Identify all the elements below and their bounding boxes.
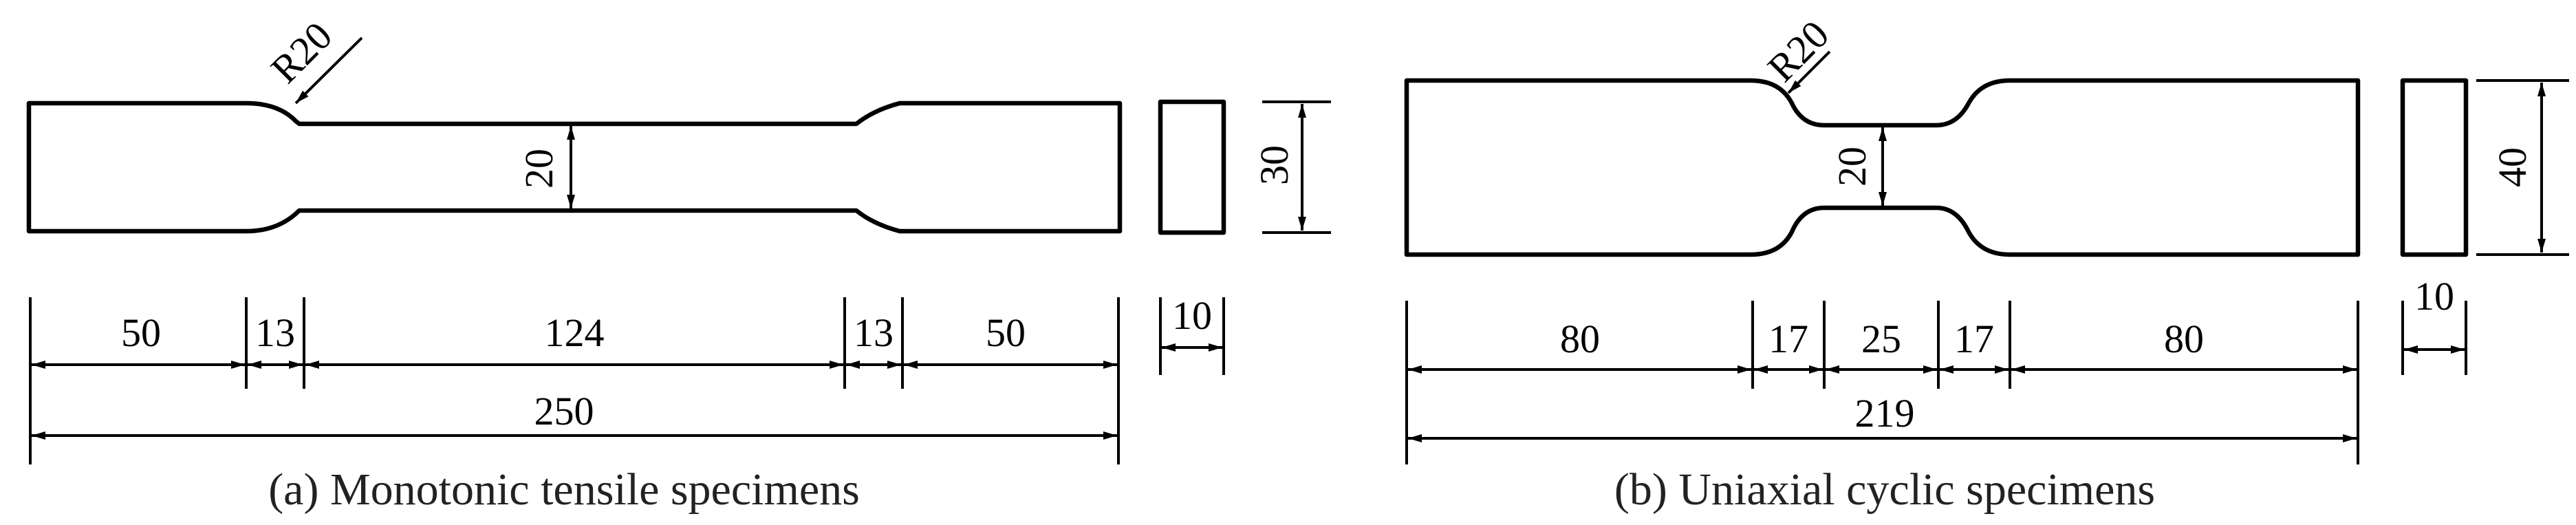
- specimen-a: R20 20 30 50 13 124 13 50 10 250: [26, 13, 1331, 515]
- specimen-b: R20 20 40 80 17 25 17 80 10 219 (: [1404, 12, 2569, 515]
- specimen-b-segment-label: 25: [1861, 317, 1901, 361]
- specimen-b-segment-label: 17: [1954, 317, 1994, 361]
- specimen-a-fillet-arrow: [294, 36, 363, 105]
- specimen-a-segment-label: 13: [255, 310, 295, 355]
- specimen-b-caption: (b) Uniaxial cyclic specimens: [1614, 464, 2155, 515]
- specimen-b-fillet-label: R20: [1759, 12, 1837, 90]
- specimen-a-segment-label: 50: [121, 310, 161, 355]
- specimen-b-thickness-label: 10: [2414, 274, 2454, 319]
- specimen-b-segment-label: 17: [1768, 317, 1808, 361]
- specimen-b-width-label: 20: [1830, 147, 1874, 186]
- specimen-b-outline: [1404, 78, 2361, 257]
- specimen-b-depth-label: 40: [2490, 147, 2535, 187]
- specimen-a-segment-label: 50: [986, 310, 1026, 355]
- specimen-a-caption: (a) Monotonic tensile specimens: [268, 464, 860, 515]
- specimen-a-fillet-label: R20: [262, 13, 340, 92]
- specimen-b-section: [2400, 78, 2469, 257]
- specimen-b-segment-label: 80: [2164, 317, 2204, 361]
- specimen-b-fillet-arrow: [1787, 50, 1831, 94]
- specimen-b-segment-label: 80: [1560, 317, 1600, 361]
- specimen-a-outline: [26, 100, 1123, 234]
- specimen-a-width-label: 20: [517, 149, 561, 189]
- specimen-a-segment-label: 13: [854, 310, 894, 355]
- specimen-b-total-label: 219: [1855, 391, 1915, 436]
- specimen-a-section: [1158, 99, 1226, 235]
- specimen-a-thickness-label: 10: [1172, 293, 1212, 338]
- specimen-a-depth-label: 30: [1252, 145, 1297, 185]
- specimen-a-segment-label: 124: [545, 310, 605, 355]
- specimen-a-total-label: 250: [534, 389, 594, 433]
